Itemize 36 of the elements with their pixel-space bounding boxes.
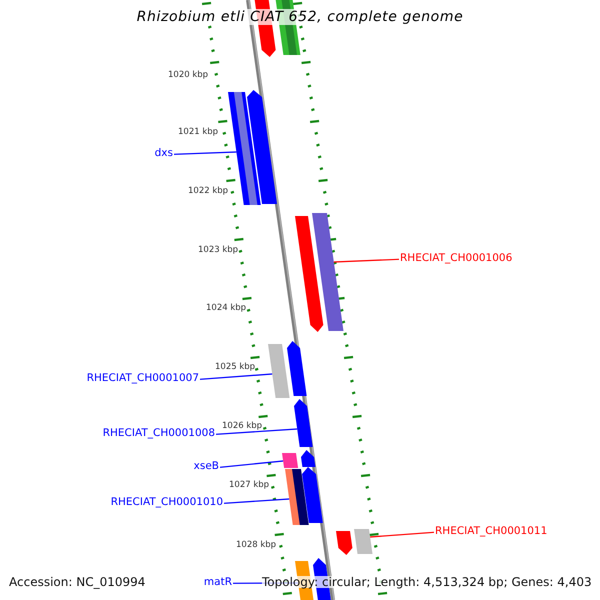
leader-line (220, 460, 284, 468)
gene-bar (247, 90, 277, 204)
gene-bar (292, 469, 309, 525)
scale-label: 1023 kbp (198, 246, 238, 254)
leader-line (200, 373, 272, 380)
gene-label: dxs (154, 148, 173, 158)
scale-label: 1021 kbp (178, 128, 218, 136)
gene-bar (301, 450, 316, 467)
scale-label: 1027 kbp (229, 481, 270, 490)
scale-label: 1028 kbp (236, 541, 276, 550)
leader-line (216, 428, 298, 435)
leader-line (370, 532, 434, 538)
leader-line (224, 498, 290, 504)
leader-line (334, 258, 400, 263)
scale-label: 1022 kbp (188, 187, 228, 196)
gene-bar (268, 344, 290, 398)
scale-label: 1026 kbp (222, 422, 262, 430)
info-text: Accession: NC_010994 (9, 576, 146, 588)
gene-bar (287, 341, 307, 396)
scale-label: 1024 kbp (206, 304, 246, 312)
gene-bar (294, 399, 313, 447)
gene-bar (354, 529, 372, 554)
gene-bar (336, 531, 352, 555)
gene-label: RHECIAT_CH0001007 (86, 373, 199, 384)
gene-label: xseB (194, 461, 219, 472)
gene-label: RHECIAT_CH0001008 (102, 428, 215, 438)
scale-label: 1020 kbp (168, 71, 208, 80)
gene-label: RHECIAT_CH0001010 (110, 497, 223, 508)
scale-label: 1025 kbp (215, 363, 256, 372)
gene-bar (312, 213, 344, 331)
gene-bar (295, 216, 324, 332)
info-text: Topology: circular; Length: 4,513,324 bp; Genes: 4,403 (262, 576, 592, 588)
gene-label: RHECIAT_CH0001011 (435, 526, 548, 536)
gene-label: matR (204, 577, 232, 588)
gene-label: RHECIAT_CH0001006 (400, 253, 512, 264)
title: Rhizobium etli CIAT 652, complete genome (136, 10, 464, 24)
